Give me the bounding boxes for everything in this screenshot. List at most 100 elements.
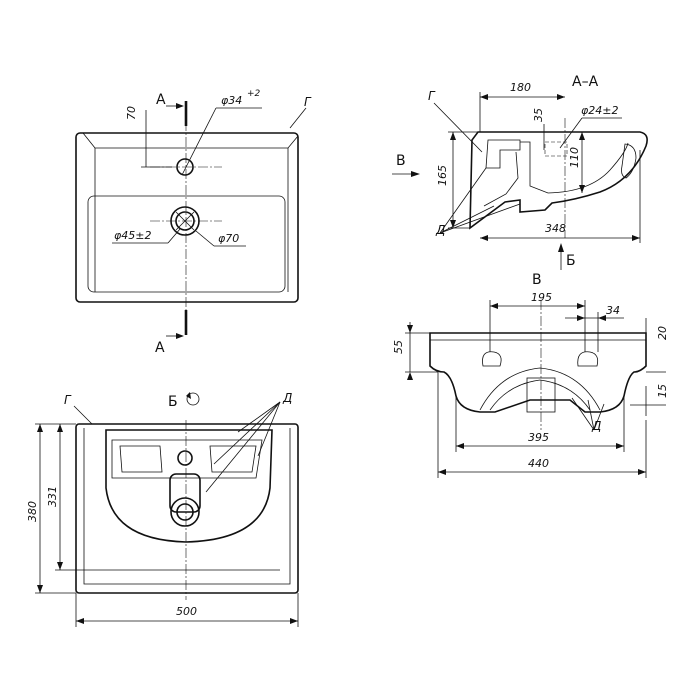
section-rear-contour <box>483 151 519 207</box>
dim-348-arrow-r <box>632 235 640 241</box>
section-title: A–A <box>572 74 599 90</box>
section-d-leader-2 <box>439 205 495 234</box>
bottom-g-leader <box>73 405 93 425</box>
side-left-foot <box>482 351 502 367</box>
bottom-label-g: Г <box>64 393 72 407</box>
dim-165-text: 165 <box>436 165 449 186</box>
section-front-lip <box>621 143 637 179</box>
section-hidden-hole <box>544 141 568 157</box>
bottom-rear-pocket <box>111 439 263 479</box>
faucet-hole <box>176 158 194 176</box>
view-v-arrow-head <box>411 171 420 177</box>
view-b-letter: Б <box>566 253 576 269</box>
dim-195-arrow-l <box>490 303 498 309</box>
drain-cross-2 <box>175 211 195 231</box>
dim-drain-outer-text: φ70 <box>218 232 239 245</box>
section-label-g: Г <box>428 89 436 103</box>
dim-55-text: 55 <box>392 340 405 354</box>
section-label-d: Д <box>435 223 445 237</box>
side-view: В 195 34 20 55 15 <box>392 272 669 478</box>
dim-34-text: 34 <box>606 304 620 317</box>
section-outline <box>469 131 648 230</box>
dim-drain-outer-leader <box>195 230 215 247</box>
side-bowl-arch-inner <box>489 379 591 411</box>
view-v-letter: В <box>396 153 406 169</box>
dim-hole-tol: +2 <box>247 89 261 99</box>
top-outer-outline <box>75 132 299 303</box>
bottom-title: Б <box>168 394 178 410</box>
section-d-leader-1 <box>439 167 487 234</box>
bottom-pocket-right <box>209 445 257 473</box>
side-bowl-arch <box>479 367 601 411</box>
dim-24-leader <box>559 117 583 149</box>
dim-180-text: 180 <box>510 81 531 94</box>
bottom-drain-outer <box>170 497 200 527</box>
dim-drain-leader <box>167 228 181 244</box>
side-right-foot <box>577 351 599 367</box>
dim-380-text: 380 <box>26 501 39 522</box>
dim-165-arrow-t <box>450 132 456 140</box>
label-g-leader <box>289 107 307 129</box>
dim-500-arrow-l <box>76 618 84 624</box>
top-bowl-outline <box>87 195 286 293</box>
section-bowl-inner <box>520 141 629 194</box>
section-d-leader-3 <box>439 203 521 234</box>
section-view: A–A 180 35 φ24±2 110 165 <box>392 74 648 270</box>
bottom-faucet-hole <box>177 450 193 466</box>
section-arrow-bottom-head <box>176 333 184 339</box>
dim-34-arrow-r <box>598 315 606 321</box>
dim-180-arrow-l <box>480 94 488 100</box>
dim-34-arrow-l <box>577 315 585 321</box>
dim-348-arrow-l <box>480 235 488 241</box>
dim-500-text: 500 <box>176 605 197 618</box>
top-view: A A 70 φ34 +2 Г φ45±2 φ70 <box>75 89 312 356</box>
side-d-leader-3 <box>593 403 605 431</box>
dim-110-arrow-t <box>579 132 585 140</box>
dim-331-text: 331 <box>46 486 59 507</box>
dim-180-arrow-r <box>557 94 565 100</box>
dim-440-text: 440 <box>528 457 549 470</box>
section-letter-bottom: A <box>155 340 165 356</box>
section-arrow-top-head <box>176 103 184 109</box>
side-d-leader-1 <box>571 397 595 431</box>
dim-380-arrow-b <box>37 585 43 593</box>
side-outline <box>429 332 647 413</box>
dim-195-arrow-r <box>577 303 585 309</box>
bottom-drain-inner <box>176 503 194 521</box>
dim-500-arrow-r <box>290 618 298 624</box>
bottom-label-d: Д <box>282 391 292 405</box>
bottom-d-leader-2 <box>257 401 281 457</box>
bottom-title-rotate-symbol <box>186 392 200 406</box>
dim-70-text: 70 <box>125 106 138 120</box>
dim-20-text: 20 <box>656 326 669 340</box>
section-back-wall <box>485 139 521 169</box>
bottom-drain-boss <box>169 473 201 513</box>
dim-110-arrow-b <box>579 185 585 193</box>
bottom-d-leader-3 <box>213 401 281 465</box>
dim-110-text: 110 <box>568 147 581 168</box>
dim-195-text: 195 <box>531 291 552 304</box>
dim-55-arrow-b <box>407 372 413 380</box>
dim-hole-leader <box>181 107 217 176</box>
section-letter-top: A <box>156 92 166 108</box>
dim-24-text: φ24±2 <box>581 104 618 117</box>
bottom-view: Б Г Д 380 331 <box>26 391 299 627</box>
bottom-inner-rim <box>83 428 291 585</box>
bottom-title-rotate-arrow <box>186 392 191 399</box>
dim-55-arrow-t <box>407 325 413 333</box>
bottom-d-leader-1 <box>237 401 281 433</box>
top-rim-edge <box>82 132 299 149</box>
dim-331-arrow-t <box>57 424 63 432</box>
drain-outer <box>170 206 200 236</box>
bottom-d-leader-4 <box>205 401 281 493</box>
side-d-leader-2 <box>587 399 595 431</box>
drain-inner <box>175 211 195 231</box>
dim-395-text: 395 <box>528 431 549 444</box>
dim-drain-text: φ45±2 <box>114 229 151 242</box>
side-title: В <box>532 272 542 288</box>
dim-165-arrow-b <box>450 220 456 228</box>
dim-395-arrow-l <box>456 443 464 449</box>
dim-331-arrow-b <box>57 562 63 570</box>
